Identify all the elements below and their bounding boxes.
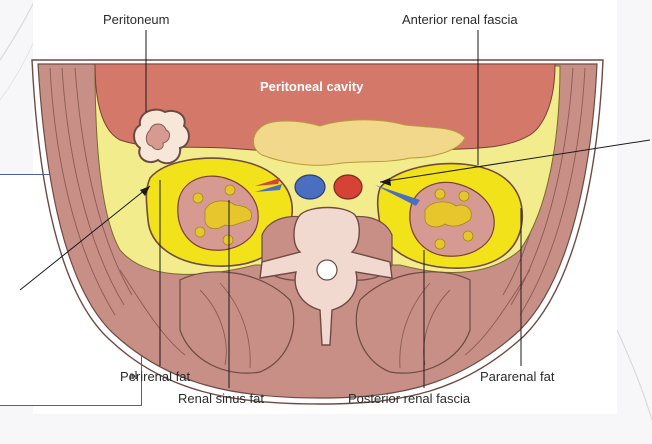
- left-renal-vein: [255, 184, 282, 192]
- right-renal-vein: [375, 185, 420, 206]
- label-peritoneal-cavity: Peritoneal cavity: [260, 79, 364, 94]
- aorta: [333, 174, 363, 200]
- label-anterior-renal-fascia: Anterior renal fascia: [402, 12, 518, 27]
- right-renal-sinus-fat: [424, 188, 474, 250]
- label-peritoneum: Peritoneum: [103, 12, 169, 27]
- arrowheads: [140, 178, 391, 196]
- label-posterior-renal-fascia: Posterior renal fascia: [348, 391, 471, 406]
- label-pararenal-fat: Pararenal fat: [480, 369, 555, 384]
- bowel-inner: [145, 123, 171, 151]
- left-renal-sinus-fat: [192, 184, 252, 246]
- back-muscle-left: [179, 271, 295, 374]
- pointer-lines: [19, 30, 651, 388]
- vena-cava: [294, 174, 326, 200]
- mesenteric-fat: [253, 119, 466, 166]
- body-wall-outline: [31, 59, 604, 405]
- back-muscle-right: [355, 271, 471, 374]
- side-text-5: al: [129, 368, 138, 382]
- label-perirenal-fat: Perirenal fat: [120, 369, 190, 384]
- spinal-canal: [316, 259, 338, 281]
- muscle-stripes-left: [49, 67, 133, 316]
- label-renal-sinus-fat: Renal sinus fat: [178, 391, 264, 406]
- left-renal-artery: [255, 178, 280, 186]
